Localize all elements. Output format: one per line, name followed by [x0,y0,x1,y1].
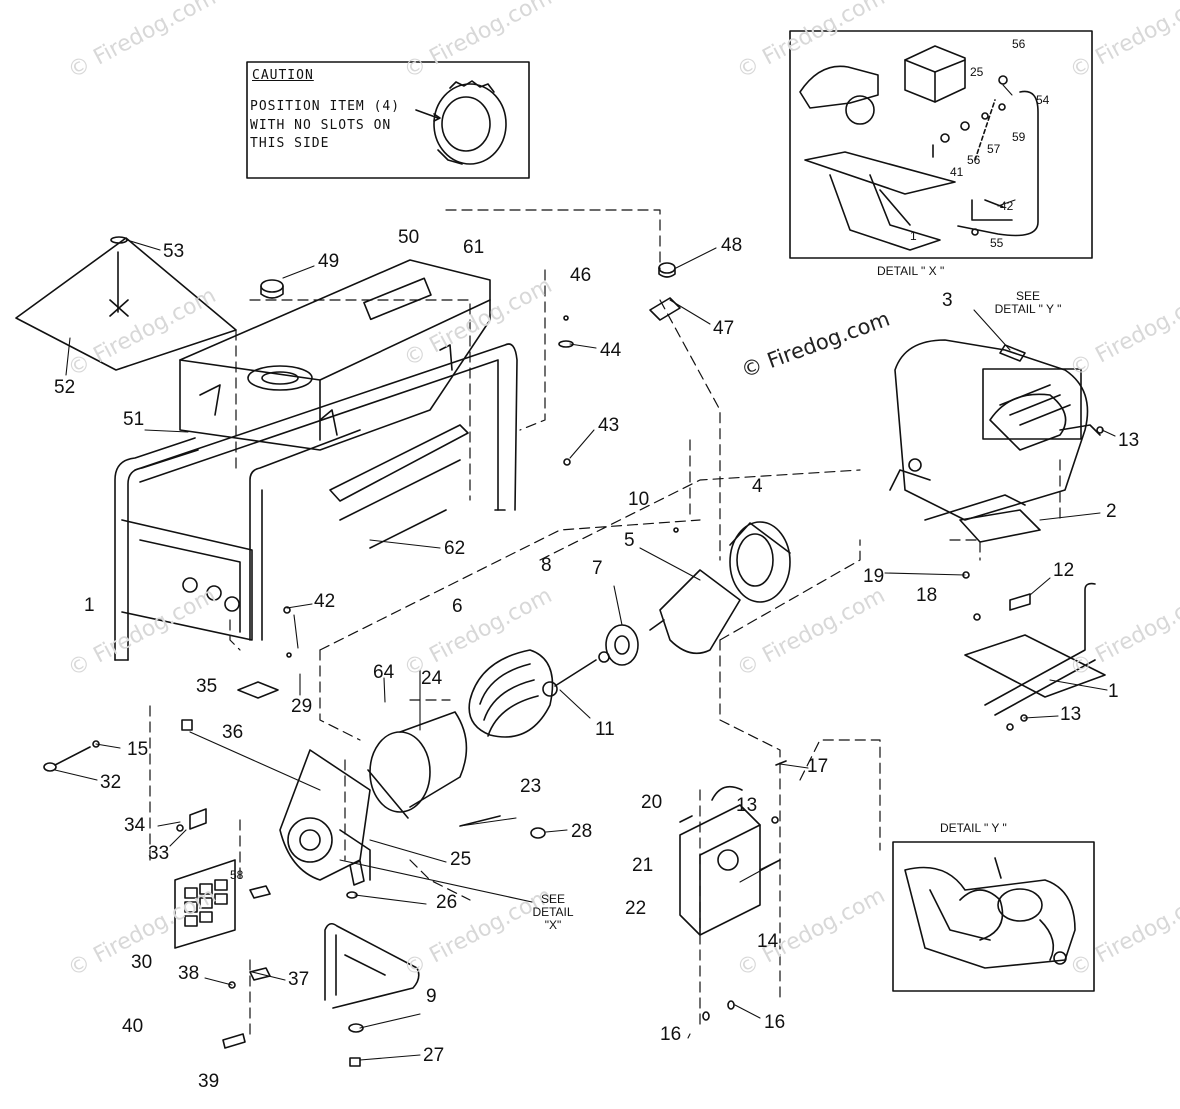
part-number: 18 [916,585,938,606]
part-number: 28 [571,821,593,842]
part-number: 52 [54,377,76,398]
hardware [43,262,1104,1067]
part-number: 25 [450,849,472,870]
part-number: 16 [660,1024,682,1045]
detail-y-box [892,841,1095,992]
part-number: 55 [990,236,1004,250]
caution-title: CAUTION [252,68,314,83]
part-number: 35 [196,676,218,697]
main-frame [114,343,518,661]
part-number: 41 [950,165,964,179]
part-number: 12 [1053,560,1075,581]
part-number: 61 [463,237,485,258]
see-detail-y: SEE DETAIL " Y " [994,289,1062,316]
part-number: 1 [1108,681,1119,702]
detail-y-label: DETAIL " Y " [940,821,1007,835]
stator-housing [367,711,468,819]
part-number: 1 [84,595,95,616]
caution-line: WITH NO SLOTS ON [250,118,392,133]
part-number: 22 [625,898,647,919]
part-number: 64 [373,662,395,683]
part-number: 33 [148,843,170,864]
part-number: 1 [910,229,917,243]
part-number: 50 [398,227,420,248]
part-number: 16 [764,1012,786,1033]
part-number: 39 [198,1071,220,1092]
part-number: 15 [127,739,149,760]
end-bell [279,749,371,881]
part-number: 56 [1012,37,1026,51]
part-number: 17 [807,756,829,777]
part-number: 29 [291,696,313,717]
part-number: 6 [452,596,463,617]
part-number: 25 [970,65,984,79]
detail-x-label: DETAIL " X " [877,264,945,278]
leader-lines [54,84,1116,1061]
part-number: 56 [967,153,981,167]
part-number: 40 [122,1016,144,1037]
part-number: 23 [520,776,542,797]
part-number: 34 [124,815,146,836]
part-number: 5 [624,530,635,551]
control-panel-cover [174,859,236,949]
muffler [679,785,781,936]
detail-x-box [789,30,1093,259]
part-number: 20 [641,792,663,813]
part-number: 11 [595,719,615,740]
part-number: 19 [863,566,885,587]
part-number: 13 [1118,430,1140,451]
part-number: 53 [163,241,185,262]
part-number: 13 [1060,704,1082,725]
part-number: 51 [123,409,145,430]
part-number: 26 [436,892,458,913]
part-number: 57 [987,142,1001,156]
part-number: 46 [570,265,592,286]
part-number: 9 [426,986,437,1007]
engine-base [959,509,1106,716]
part-number: 7 [592,558,603,579]
engine [889,339,1101,521]
part-number: 8 [541,555,552,576]
part-number: 48 [721,235,743,256]
part-number: 32 [100,772,122,793]
part-number: 42 [314,591,336,612]
assembly-lines [149,209,1061,1041]
part-number: 42 [1000,199,1014,213]
rotor-stator [468,521,791,738]
caution-line: POSITION ITEM (4) [250,99,401,114]
part-number: 2 [1106,501,1117,522]
part-number: 62 [444,538,466,559]
part-number: 59 [1012,130,1026,144]
part-number: 14 [757,931,779,952]
part-number: 24 [421,668,443,689]
caution-line: THIS SIDE [250,136,330,151]
part-number: 21 [632,855,654,876]
lower-cradle [324,922,420,1009]
fuel-tank [179,259,491,451]
part-number: 13 [736,795,758,816]
part-number: 54 [1036,93,1050,107]
part-number: 37 [288,969,310,990]
part-number: 38 [178,963,200,984]
part-number: 43 [598,415,620,436]
part-number: 36 [222,722,244,743]
part-number: 47 [713,318,735,339]
part-number: 10 [628,489,650,510]
see-detail-x: SEE DETAIL "X" [532,892,574,932]
part-number: 49 [318,251,340,272]
part-number: 44 [600,340,622,361]
part-number: 58 [230,868,244,882]
part-number: 27 [423,1045,445,1066]
caution-box [246,61,530,179]
part-number: 4 [752,476,763,497]
part-number: 3 [942,290,953,311]
part-number: 30 [131,952,153,973]
